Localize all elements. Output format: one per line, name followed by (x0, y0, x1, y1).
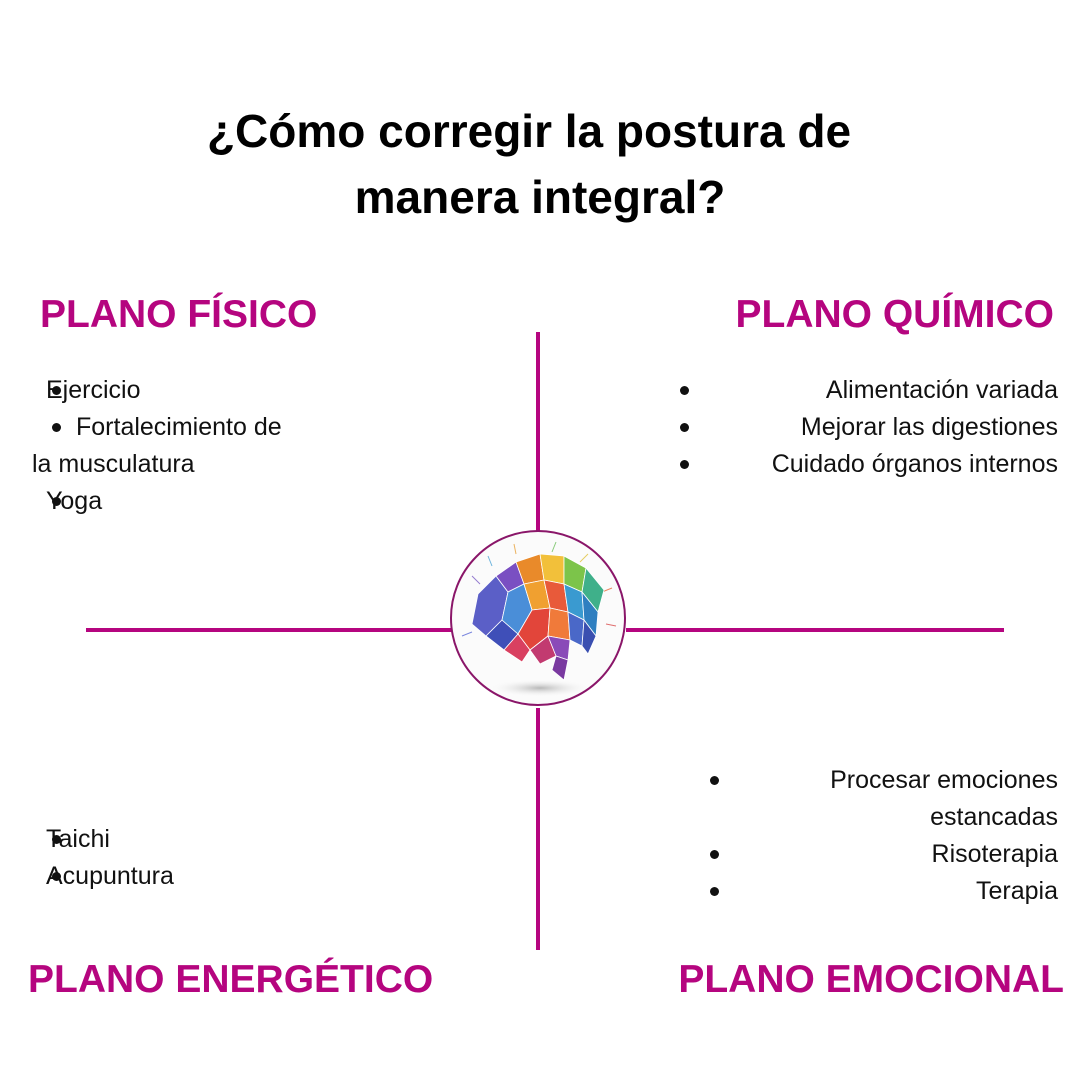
list-item-text: estancadas (930, 803, 1058, 831)
list-item: Yoga (0, 483, 340, 520)
list-item: Acupuntura (0, 858, 340, 895)
title-line-2: manera integral? (354, 171, 726, 223)
list-item-text: Ejercicio (46, 376, 141, 404)
list-item: Alimentación variada (676, 372, 1058, 409)
list-item: Terapia (706, 873, 1058, 910)
list-plano-energetico: Taichi Acupuntura (0, 821, 340, 895)
brain-icon (461, 541, 617, 697)
list-plano-emocional: Procesar emociones estancadas Risoterapi… (706, 762, 1058, 910)
list-item: Fortalecimiento de la musculatura (0, 409, 340, 483)
bullet-icon (710, 887, 719, 896)
heading-plano-fisico: PLANO FÍSICO (40, 293, 318, 336)
divider-vertical-top (536, 332, 540, 532)
bullet-icon (680, 423, 689, 432)
list-item: Taichi (0, 821, 340, 858)
list-item: Cuidado órganos internos (676, 446, 1058, 483)
list-item-text: Terapia (976, 877, 1058, 905)
list-item-text: Procesar emociones (830, 766, 1058, 794)
list-item-text: Risoterapia (931, 840, 1058, 868)
heading-plano-emocional: PLANO EMOCIONAL (678, 958, 1064, 1001)
bullet-icon (680, 386, 689, 395)
bullet-icon (52, 835, 61, 844)
list-item-text: Alimentación variada (825, 376, 1058, 404)
bullet-icon (52, 386, 61, 395)
bullet-icon (710, 850, 719, 859)
list-item-text: Fortalecimiento de (76, 413, 282, 441)
list-item-text: Mejorar las digestiones (800, 413, 1058, 441)
list-plano-quimico: Alimentación variada Mejorar las digesti… (676, 372, 1058, 483)
bullet-icon (710, 776, 719, 785)
bullet-icon (52, 423, 61, 432)
heading-plano-quimico: PLANO QUÍMICO (735, 293, 1055, 336)
bullet-icon (52, 872, 61, 881)
bullet-icon (52, 497, 61, 506)
page-title: ¿Cómo corregir la postura de manera inte… (0, 98, 1080, 230)
divider-horizontal-right (626, 628, 1004, 632)
list-item-continuation: la musculatura (32, 450, 195, 478)
list-item-text: Cuidado órganos internos (771, 450, 1058, 478)
heading-plano-energetico: PLANO ENERGÉTICO (28, 958, 434, 1001)
list-plano-fisico: Ejercicio Fortalecimiento de la musculat… (0, 372, 340, 520)
list-item: Risoterapia (706, 836, 1058, 873)
divider-vertical-bottom (536, 708, 540, 950)
divider-horizontal-left (86, 628, 452, 632)
list-item-continuation: estancadas (706, 799, 1058, 836)
list-item: Ejercicio (0, 372, 340, 409)
title-line-1: ¿Cómo corregir la postura de (206, 105, 852, 157)
list-item-text: Acupuntura (46, 862, 174, 890)
center-brain-badge (450, 530, 626, 706)
list-item: Mejorar las digestiones (676, 409, 1058, 446)
bullet-icon (680, 460, 689, 469)
list-item: Procesar emociones (706, 762, 1058, 799)
